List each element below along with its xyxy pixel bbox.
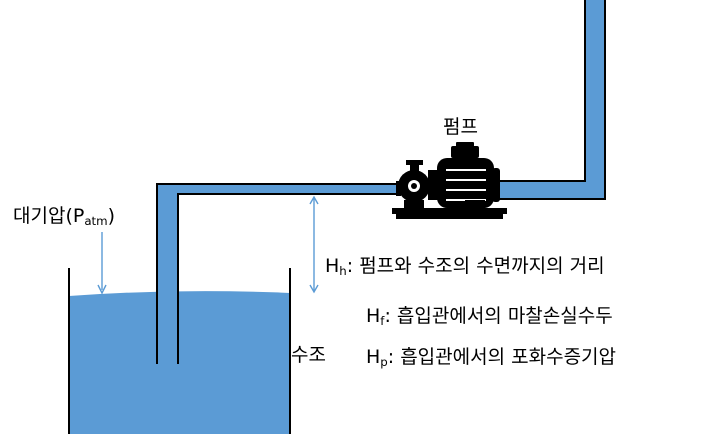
hf-symbol: H [366, 305, 381, 327]
hh-subscript: h [339, 264, 347, 279]
hp-definition: Hp: 흡입관에서의 포화수증기압 [366, 346, 617, 370]
atm-pressure-label: 대기압(Patm) [13, 205, 116, 229]
suction-pipe-outer-wall [156, 183, 396, 364]
hp-text: : 흡입관에서의 포화수증기압 [387, 346, 617, 368]
hf-text: : 흡입관에서의 마찰손실수두 [384, 305, 613, 327]
pump-label: 펌프 [443, 116, 478, 138]
hh-symbol: H [325, 255, 340, 277]
discharge-pipe-outer-wall [490, 0, 606, 200]
double-arrow-vertical-icon [309, 195, 319, 294]
centrifugal-pump-icon [392, 142, 507, 219]
atm-prefix: 대기압(P [13, 205, 85, 227]
hp-symbol: H [366, 346, 381, 368]
hf-subscript: f [380, 314, 385, 329]
atm-suffix: ) [107, 205, 116, 227]
tank-walls [68, 268, 291, 434]
hf-definition: Hf: 흡입관에서의 마찰손실수두 [366, 305, 613, 329]
hh-text: : 펌프와 수조의 수면까지의 거리 [346, 255, 605, 277]
discharge-pipe-inner-wall [490, 0, 586, 182]
hh-definition: Hh: 펌프와 수조의 수면까지의 거리 [325, 255, 605, 279]
suction-pipe-inner-wall [177, 193, 396, 364]
tank-label: 수조 [291, 344, 326, 366]
hp-subscript: p [380, 355, 388, 370]
arrow-down-icon [97, 232, 107, 295]
atm-subscript: atm [84, 214, 108, 229]
tank-water [69, 291, 290, 434]
discharge-pipe-fill [490, 0, 605, 199]
